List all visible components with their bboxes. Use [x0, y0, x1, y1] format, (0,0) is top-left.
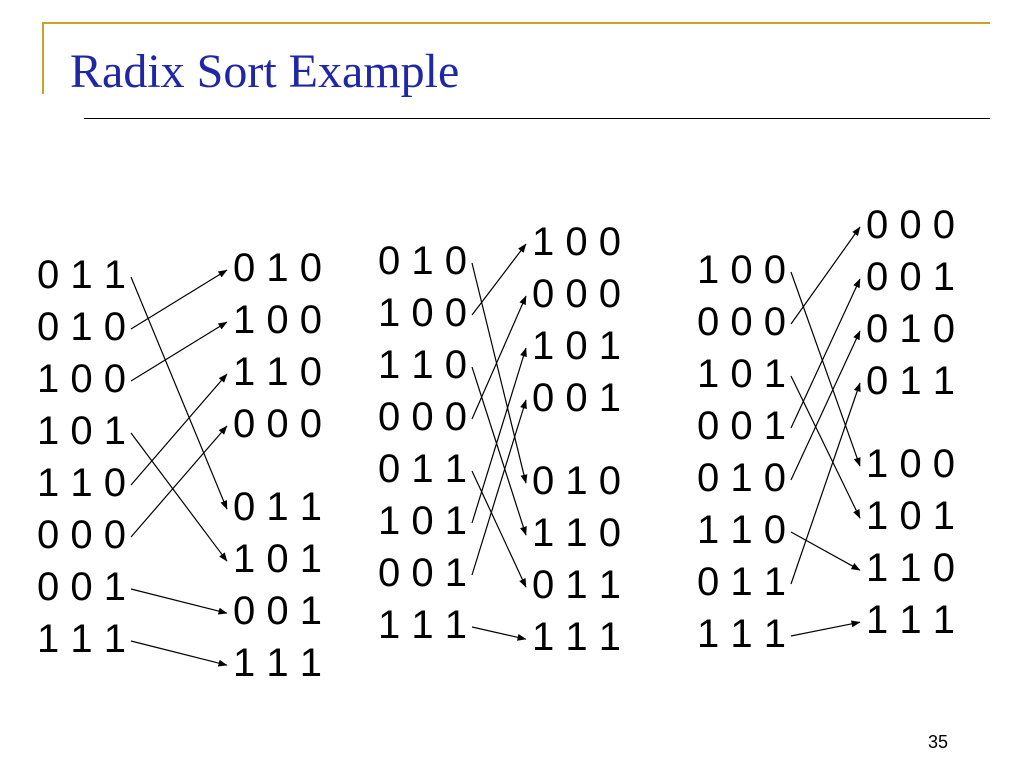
binary-number: 1 1 1 [233, 641, 322, 686]
binary-number: 1 0 1 [697, 352, 786, 396]
binary-number: 1 1 0 [378, 343, 467, 387]
page-number: 35 [928, 732, 949, 752]
binary-number: 1 0 1 [866, 494, 955, 539]
binary-number: 0 1 1 [378, 447, 467, 491]
binary-number: 1 0 0 [697, 248, 786, 292]
binary-number: 1 0 1 [37, 409, 126, 453]
sort-arrow [471, 295, 527, 420]
sort-arrow [471, 347, 527, 524]
sort-arrow [790, 278, 861, 429]
binary-number: 1 0 0 [233, 298, 322, 342]
sort-arrow [130, 425, 228, 538]
sort-arrow [130, 640, 228, 667]
sort-arrow [471, 366, 527, 536]
sort-arrow [790, 382, 861, 585]
sort-arrow [790, 375, 861, 519]
sort-arrow [471, 470, 527, 588]
binary-number: 1 1 1 [378, 603, 467, 647]
sort-arrow [471, 399, 527, 576]
binary-number: 0 1 1 [233, 485, 322, 530]
sort-arrow [130, 373, 228, 486]
sort-arrow [790, 226, 861, 325]
binary-number: 1 1 0 [37, 461, 126, 505]
sort-arrow [790, 620, 861, 637]
binary-number: 0 0 0 [378, 395, 467, 439]
binary-number: 0 0 1 [697, 404, 786, 448]
binary-number: 0 0 1 [37, 565, 126, 609]
binary-number: 0 0 0 [697, 300, 786, 344]
slide-title: Radix Sort Example [70, 45, 460, 98]
binary-number: 0 1 1 [532, 563, 621, 608]
binary-number: 0 0 0 [866, 203, 955, 247]
binary-number: 0 1 0 [37, 305, 126, 349]
slide-frame-accent [42, 22, 990, 94]
binary-number: 0 1 0 [378, 239, 467, 283]
sort-arrow [471, 626, 527, 641]
sort-arrow [130, 432, 228, 562]
binary-number: 0 1 0 [233, 246, 322, 290]
binary-number: 1 0 0 [866, 442, 955, 487]
binary-number: 0 1 1 [37, 253, 126, 297]
binary-number: 1 1 0 [532, 511, 621, 556]
binary-number: 1 0 1 [378, 499, 467, 543]
title-underline [84, 118, 990, 119]
sort-arrow [790, 271, 861, 467]
binary-number: 1 0 1 [532, 324, 621, 368]
binary-number: 1 1 1 [532, 615, 621, 660]
binary-number: 1 1 1 [866, 598, 955, 643]
binary-number: 1 0 0 [37, 357, 126, 401]
sort-arrow [130, 269, 228, 330]
binary-number: 0 1 0 [866, 307, 955, 351]
binary-number: 0 0 0 [37, 513, 126, 557]
sort-arrow [471, 262, 528, 484]
sort-arrow [471, 243, 527, 316]
binary-number: 1 1 1 [697, 612, 786, 656]
sort-arrow [790, 531, 861, 571]
sort-arrow [790, 330, 861, 481]
binary-number: 1 1 0 [866, 546, 955, 591]
binary-number: 1 0 1 [233, 537, 322, 582]
binary-number: 0 1 0 [697, 456, 786, 500]
binary-number: 0 1 0 [532, 459, 621, 504]
binary-number: 1 1 1 [37, 617, 126, 661]
binary-number: 0 0 0 [233, 402, 322, 446]
binary-number: 0 1 1 [866, 359, 955, 403]
binary-number: 0 0 1 [866, 255, 955, 299]
sort-arrow [130, 276, 228, 510]
sort-arrow [130, 588, 228, 615]
binary-number: 1 0 0 [378, 291, 467, 335]
binary-number: 0 1 1 [697, 560, 786, 604]
sort-arrow [130, 321, 228, 382]
binary-number: 0 0 1 [378, 551, 467, 595]
binary-number: 0 0 0 [532, 272, 621, 316]
binary-number: 0 0 1 [233, 589, 322, 634]
binary-number: 1 1 0 [697, 508, 786, 552]
binary-number: 1 0 0 [532, 220, 621, 264]
binary-number: 0 0 1 [532, 376, 621, 420]
binary-number: 1 1 0 [233, 350, 322, 394]
